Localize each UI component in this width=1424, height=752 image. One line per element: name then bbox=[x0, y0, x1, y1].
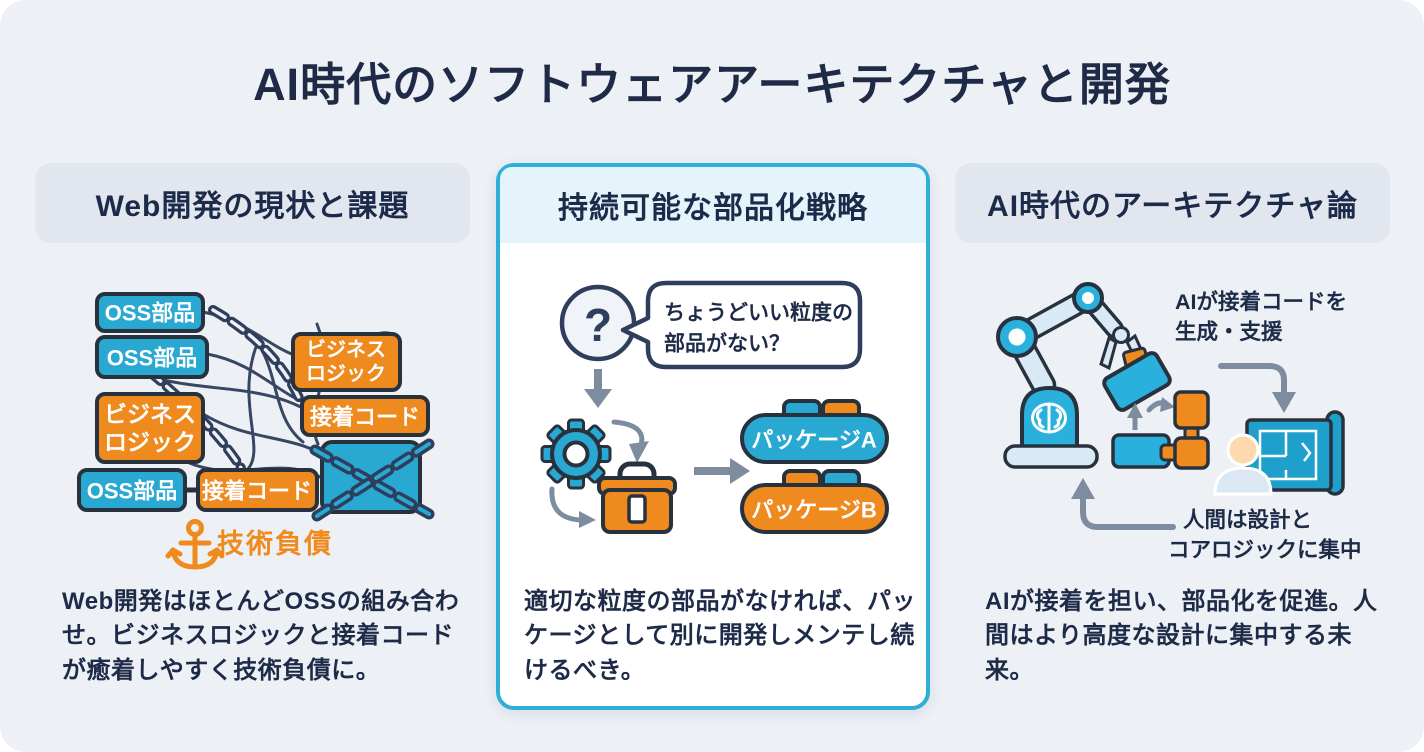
page-title: AI時代のソフトウェアアーキテクチャと開発 bbox=[253, 59, 1171, 110]
bubble-line2: 部品がない？ bbox=[664, 332, 790, 356]
arrow-down-icon bbox=[584, 369, 612, 408]
ai-note-line2: 生成・支援 bbox=[1175, 320, 1283, 344]
ai-note-line1: AIが接着コードを bbox=[1175, 289, 1347, 314]
human-note-line2: コアロジックに集中 bbox=[1168, 537, 1362, 562]
business-logic-right-line1: ビジネス bbox=[306, 338, 386, 361]
arrow-curve-down-icon bbox=[1218, 363, 1296, 413]
business-logic-right-line2: ロジック bbox=[306, 362, 386, 385]
caption-ai-architecture: AIが接着を担い、部品化を促進。人間はより高度な設計に集中する未来。 bbox=[985, 588, 1378, 684]
panel-header-web-dev: Web開発の現状と課題 bbox=[35, 163, 470, 243]
person-icon bbox=[1213, 433, 1273, 496]
business-logic-left-line2: ロジック bbox=[104, 429, 196, 455]
oss-block-1: OSS部品 bbox=[95, 292, 205, 333]
question-mark-glyph: ? bbox=[584, 299, 612, 351]
web-dev-tangle-illustration: OSS部品 OSS部品 ビジネス ロジック 接着コード ビジネス ロジック bbox=[77, 292, 435, 570]
business-logic-block-left: ビジネス ロジック bbox=[95, 392, 205, 464]
speech-bubble: ちょうどいい粒度の 部品がない？ bbox=[620, 280, 863, 370]
question-mark-icon: ? bbox=[559, 284, 637, 362]
robot-arm-icon bbox=[996, 282, 1172, 469]
human-note-line1: 人間は設計と bbox=[1183, 507, 1312, 532]
tech-debt-label: 技術負債 bbox=[217, 529, 333, 559]
package-a-pill: パッケージA bbox=[740, 399, 889, 464]
assembly-arrows-icon bbox=[1127, 397, 1175, 430]
glue-code-bottom-label: 接着コード bbox=[202, 479, 312, 504]
arrow-right-icon bbox=[694, 458, 750, 484]
caption-web-dev: Web開発はほとんどOSSの組み合わせ。ビジネスロジックと接着コードが癒着しやす… bbox=[62, 588, 460, 684]
blueprint-icon bbox=[1245, 410, 1345, 496]
package-b-pill: パッケージB bbox=[740, 469, 889, 534]
caption-componentization: 適切な粒度の部品がなければ、パッケージとして別に開発しメンテし続けるべき。 bbox=[524, 588, 916, 684]
oss-block-3: OSS部品 bbox=[77, 468, 187, 512]
anchor-icon bbox=[165, 519, 225, 570]
oss-block-2: OSS部品 bbox=[95, 335, 209, 379]
ai-architecture-illustration: AIが接着コードを 生成・支援 人間は設計と コアロジックに集中 bbox=[996, 282, 1362, 562]
bubble-line1: ちょうどいい粒度の bbox=[664, 301, 853, 325]
cycle-arrows-icon bbox=[549, 419, 649, 528]
oss-block-3-label: OSS部品 bbox=[87, 479, 177, 504]
package-a-label: パッケージA bbox=[751, 428, 877, 453]
glue-code-block-bottom: 接着コード bbox=[196, 468, 319, 512]
brain-icon bbox=[1031, 402, 1067, 434]
gear-icon bbox=[540, 418, 612, 490]
business-logic-left-line1: ビジネス bbox=[104, 401, 196, 427]
business-logic-block-right: ビジネス ロジック bbox=[291, 332, 402, 392]
panel-header-ai-architecture: AI時代のアーキテクチャ論 bbox=[955, 163, 1390, 243]
chained-component-block bbox=[309, 438, 435, 522]
oss-block-1-label: OSS部品 bbox=[105, 301, 195, 326]
package-b-label: パッケージB bbox=[751, 498, 876, 523]
oss-block-2-label: OSS部品 bbox=[107, 346, 197, 371]
componentization-flow-illustration: ? ちょうどいい粒度の 部品がない？ bbox=[540, 280, 889, 534]
puzzle-pieces-icon bbox=[1111, 390, 1210, 470]
arrow-curve-up-icon bbox=[1071, 478, 1176, 530]
glue-code-right-label: 接着コード bbox=[310, 405, 420, 430]
toolbox-icon bbox=[597, 461, 677, 534]
glue-code-block-right: 接着コード bbox=[300, 395, 430, 437]
panel-header-componentization: 持続可能な部品化戦略 bbox=[500, 167, 926, 243]
